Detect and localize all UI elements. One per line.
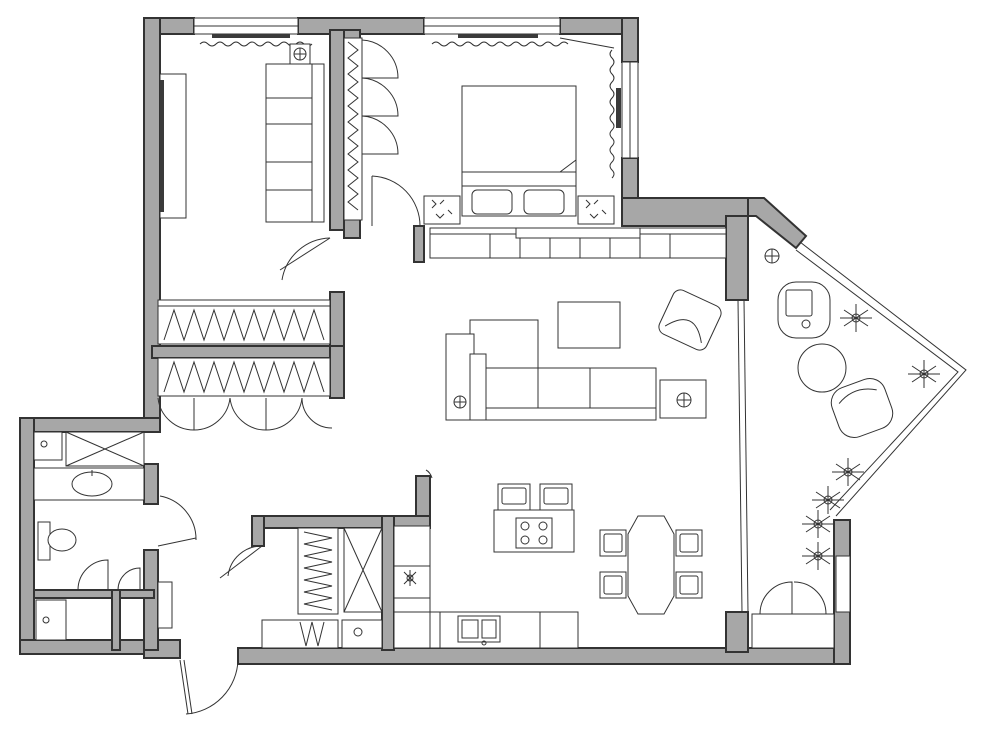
lamp-icon <box>453 395 467 409</box>
room-bedroom <box>423 85 615 225</box>
radiator-living <box>212 34 290 38</box>
curtain-bedroom <box>431 41 569 47</box>
plant-icon <box>802 510 834 538</box>
window-balcony-glazing <box>799 241 967 517</box>
wall-left-step <box>19 417 161 433</box>
plant-icon <box>840 304 872 332</box>
radiator-bedroom <box>458 34 538 38</box>
wardrobe-bedroom <box>343 37 421 227</box>
door-study <box>281 237 331 281</box>
plant-icon <box>403 570 417 586</box>
window-balcony-right <box>835 555 851 613</box>
wall-bottom-bath <box>19 639 155 655</box>
plant-icon <box>832 458 864 486</box>
ottoman <box>557 301 621 349</box>
kitchen-side-counter <box>393 525 431 613</box>
room-kitchen <box>393 483 703 649</box>
bath-shelf <box>33 431 63 461</box>
wall-bath-divider <box>111 589 121 651</box>
pillow-left <box>471 189 513 215</box>
plant-icon <box>812 486 844 514</box>
balcony-cabinet <box>751 613 835 649</box>
windows <box>193 17 967 613</box>
balcony-chair-2 <box>830 377 894 439</box>
wall-closet-side <box>329 345 345 399</box>
wall-living-right-top <box>725 215 749 301</box>
lamp-icon <box>289 43 311 65</box>
nightstand-right <box>577 195 615 225</box>
sink <box>457 615 501 646</box>
wall-hall-top <box>413 225 425 263</box>
plant-icon <box>802 542 834 570</box>
toilet <box>47 528 77 552</box>
door-bathroom <box>159 495 197 541</box>
balcony-chair-1 <box>777 281 831 339</box>
wall-right-bedroom <box>621 17 639 63</box>
walls <box>19 17 851 665</box>
pillow-right <box>523 189 565 215</box>
wall-bath-inner <box>33 589 155 599</box>
armchair-living <box>658 289 722 351</box>
wardrobe-study <box>157 299 331 345</box>
wall-living-right-bottom <box>725 611 749 653</box>
lamp-icon <box>764 248 780 264</box>
room-study <box>159 43 331 281</box>
dining-chairs <box>599 529 703 599</box>
entry <box>179 659 239 715</box>
curtain-bedroom-right <box>609 49 615 179</box>
wall-left-bath <box>19 417 35 653</box>
wall-storage-left <box>251 515 265 547</box>
room-bathroom <box>33 431 197 641</box>
door-bedroom <box>371 175 421 227</box>
wall-bedroom-divider <box>329 29 345 231</box>
lamp-icon <box>659 379 707 419</box>
room-living <box>425 227 727 479</box>
balcony-table <box>797 343 847 393</box>
washer <box>261 619 339 649</box>
room-storage <box>219 527 383 649</box>
wall-storage-right <box>381 515 395 651</box>
wardrobe-hall <box>157 357 333 431</box>
dining-table <box>627 515 675 615</box>
cooktop-icon <box>515 517 553 549</box>
radiator-bedroom-right <box>616 88 621 128</box>
curtains <box>199 34 621 179</box>
tv-screen <box>160 80 164 212</box>
wall-bath-right <box>143 463 159 505</box>
tv-cabinet <box>159 73 187 219</box>
wall-closet-right <box>329 291 345 349</box>
wall-closet-lower <box>151 345 345 359</box>
plant-icon <box>908 360 940 388</box>
door-entry <box>185 659 239 715</box>
wall-balcony-diagonal <box>747 197 808 250</box>
washer-bath <box>35 599 67 641</box>
wall-bottom-main <box>237 647 849 665</box>
wall-entry-left <box>143 549 159 651</box>
room-balcony <box>751 248 940 649</box>
nightstand-left <box>423 195 461 225</box>
